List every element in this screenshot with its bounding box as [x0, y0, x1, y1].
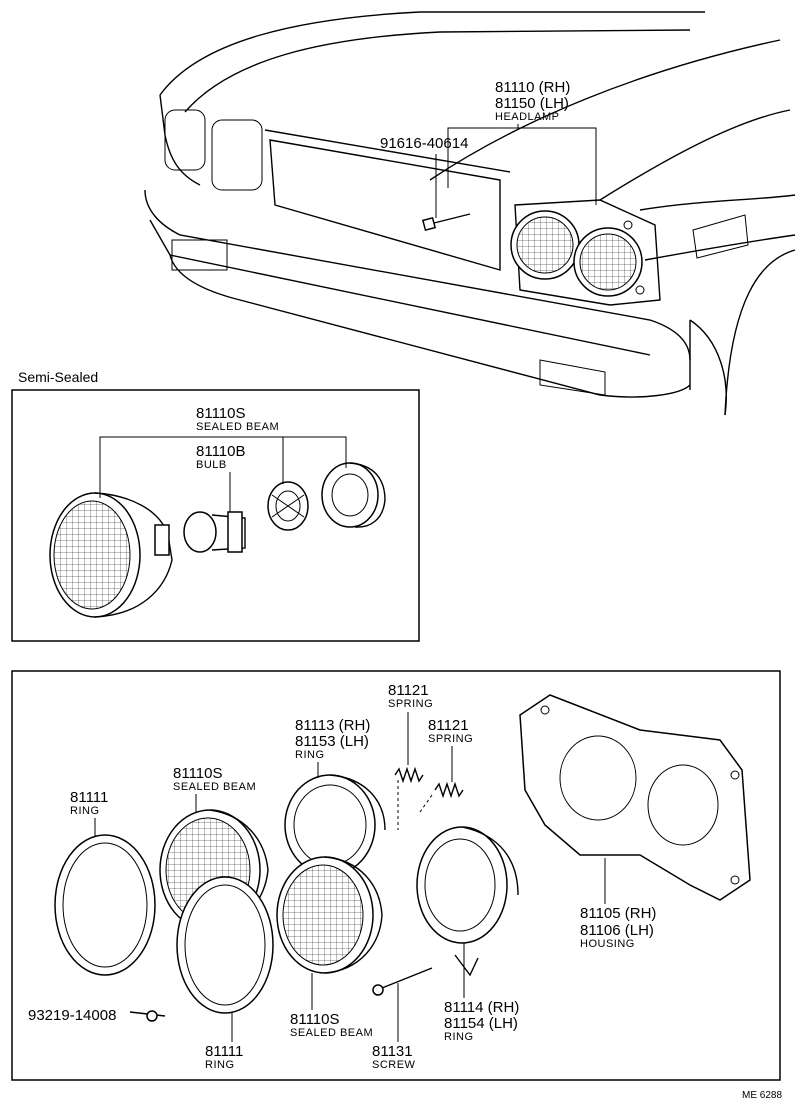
beam-bottom-name: SEALED BEAM: [290, 1027, 373, 1039]
bulb-number: 81110B: [196, 443, 246, 460]
beam-bottom-number: 81110S: [290, 1011, 340, 1028]
spring2-name: SPRING: [428, 733, 473, 745]
semi-beam-name: SEALED BEAM: [196, 421, 279, 433]
housing-lh-label: 81106 (LH): [580, 922, 654, 939]
housing-rh-label: 81105 (RH): [580, 905, 656, 922]
exploded-frame: [11, 670, 781, 1081]
ring2-rh-label: 81114 (RH): [444, 999, 519, 1016]
bulb-name: BULB: [196, 459, 227, 471]
semi-sealed-frame: [11, 389, 420, 642]
semi-sealed-title: Semi-Sealed: [18, 369, 98, 385]
headlamp-rh-label: 81110 (RH): [495, 79, 570, 96]
beam-top-number: 81110S: [173, 765, 223, 782]
spring1-number: 81121: [388, 682, 429, 699]
semi-sealed-parts: [49, 462, 386, 618]
spring2-number: 81121: [428, 717, 469, 734]
semi-beam-number: 81110S: [196, 405, 246, 422]
screw-small-label: 93219-14008: [28, 1007, 116, 1024]
screw-number: 81131: [372, 1043, 413, 1060]
spring1-name: SPRING: [388, 698, 433, 710]
housing-name-label: HOUSING: [580, 938, 635, 950]
beam-top-name: SEALED BEAM: [173, 781, 256, 793]
screw-name: SCREW: [372, 1059, 416, 1071]
ring1-number: 81111: [70, 789, 108, 806]
headlamp-leader: [447, 124, 597, 205]
car-front-illustration: [144, 11, 796, 416]
ring2-name-label: RING: [444, 1031, 474, 1043]
reference-code: ME 6288: [742, 1090, 782, 1101]
ring-rh-label: 81113 (RH): [295, 717, 370, 734]
headlamp-name-label: HEADLAMP: [495, 111, 560, 123]
ring1-name: RING: [70, 805, 100, 817]
semi-beam-leader: [99, 436, 347, 498]
ring-bottom-name: RING: [205, 1059, 235, 1071]
bolt-label: 91616-40614: [380, 135, 468, 152]
headlamp-lh-label: 81150 (LH): [495, 95, 569, 112]
ring-lh-label: 81153 (LH): [295, 733, 369, 750]
ring-name-label: RING: [295, 749, 325, 761]
ring2-lh-label: 81154 (LH): [444, 1015, 518, 1032]
exploded-parts: [54, 694, 751, 1022]
ring-bottom-number: 81111: [205, 1043, 243, 1060]
